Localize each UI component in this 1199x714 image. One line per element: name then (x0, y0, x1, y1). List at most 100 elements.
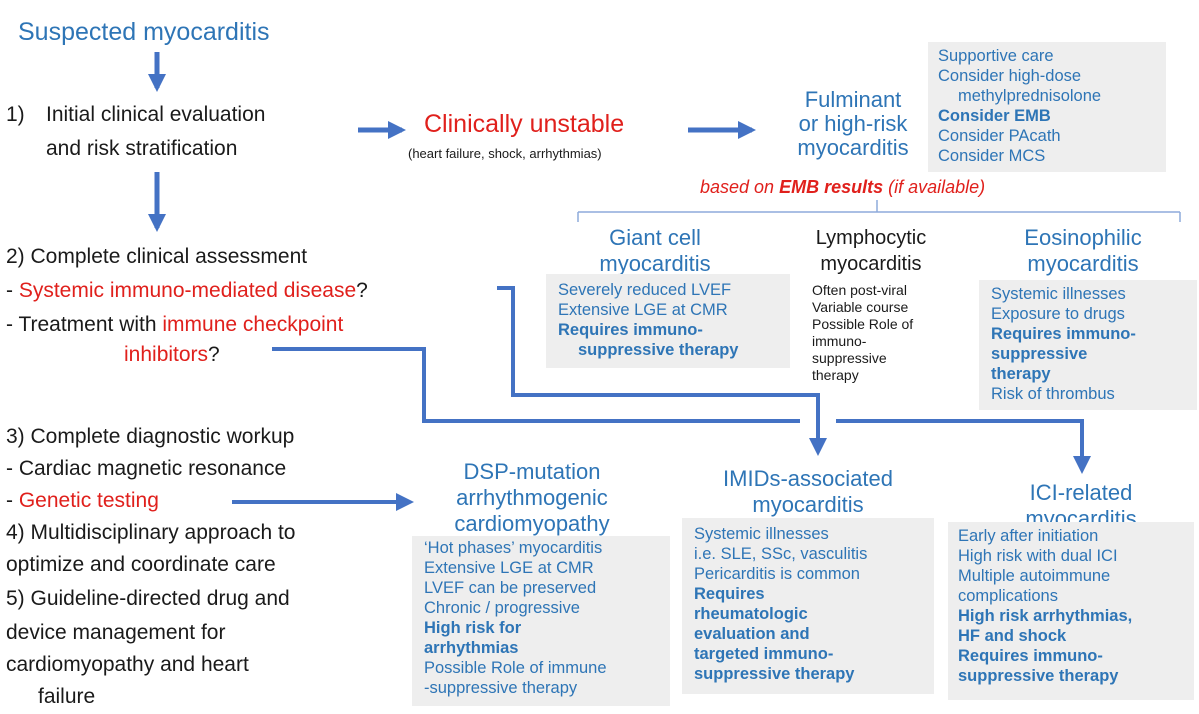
list-item: Exposure to drugs (991, 305, 1125, 323)
list-item: Supportive care (938, 47, 1054, 65)
list-item: Severely reduced LVEF (558, 281, 732, 299)
list-item: suppressive therapy (694, 665, 855, 683)
list-item: -suppressive therapy (424, 679, 578, 697)
list-item: Requires immuno- (991, 325, 1136, 343)
emb-bracket (577, 200, 1181, 222)
list-item: Consider EMB (938, 107, 1051, 125)
list-item: ‘Hot phases’ myocarditis (424, 539, 603, 557)
list-item: High risk with dual ICI (958, 547, 1118, 565)
list-item: suppressive (991, 345, 1088, 363)
lymphocytic-heading: Lymphocytic myocarditis (776, 225, 966, 277)
ici-title-line: ICI-related (1029, 480, 1133, 505)
imids-heading: IMIDs-associated myocarditis (682, 466, 934, 518)
list-item: immuno- (812, 333, 867, 349)
list-item: Possible Role of immune (424, 659, 607, 677)
step4-line1: 4) Multidisciplinary approach to (6, 521, 296, 544)
giant-cell-box: Severely reduced LVEF Extensive LGE at CM… (546, 274, 790, 368)
list-item: suppressive therapy (578, 341, 739, 359)
giant-title-line: Giant cell (609, 225, 701, 250)
list-item: Requires immuno- (958, 647, 1103, 665)
bullet: - (6, 279, 19, 302)
list-item: LVEF can be preserved (424, 579, 597, 597)
list-item: Risk of thrombus (991, 385, 1115, 403)
clinically-unstable-sub: (heart failure, shock, arrhythmias) (408, 146, 602, 161)
list-item: Consider MCS (938, 147, 1046, 165)
giant-title-line: myocarditis (599, 251, 711, 276)
genetic-testing-text: Genetic testing (18, 489, 159, 512)
clinically-unstable-label: Clinically unstable (424, 110, 625, 138)
fulminant-line: myocarditis (797, 135, 909, 160)
arrow-checkpoint-to-ici (272, 347, 800, 423)
imids-title-line: myocarditis (752, 492, 864, 517)
eosinophilic-heading: Eosinophilic myocarditis (988, 225, 1178, 277)
lympho-title-line: myocarditis (820, 253, 922, 275)
step1-number: 1) (6, 103, 25, 126)
fulminant-line: Fulminant (804, 87, 902, 112)
list-item: i.e. SLE, SSc, vasculitis (694, 545, 868, 563)
list-item: Possible Role of (812, 316, 914, 332)
step2-item-checkpoint: - Treatment with immune checkpoint (6, 308, 343, 342)
suspected-myocarditis-label: Suspected myocarditis (18, 18, 270, 46)
step3-title: 3) Complete diagnostic workup (6, 425, 295, 448)
list-item: High risk arrhythmias, (958, 607, 1133, 625)
step2-item-systemic: - Systemic immuno-mediated disease? (6, 274, 368, 308)
list-item: arrhythmias (424, 639, 519, 657)
list-item: Pericarditis is common (694, 565, 860, 583)
step2-item-inhibitors: inhibitors? (124, 338, 220, 372)
list-item: HF and shock (958, 627, 1067, 645)
list-item: Extensive LGE at CMR (558, 301, 728, 319)
lympho-title-line: Lymphocytic (815, 227, 927, 249)
list-item: Requires immuno- (558, 321, 703, 339)
list-item: Early after initiation (958, 527, 1099, 545)
step4-line2: optimize and coordinate care (6, 553, 276, 576)
step5-line2: device management for (6, 621, 226, 644)
list-item: Extensive LGE at CMR (424, 559, 594, 577)
list-item: rheumatologic (694, 605, 808, 623)
step1-line1: Initial clinical evaluation (46, 103, 266, 126)
list-item: complications (958, 587, 1058, 605)
list-item: Consider PAcath (938, 127, 1061, 145)
list-item: High risk for (424, 619, 522, 637)
list-item: therapy (812, 367, 859, 383)
step3-item-cmr: - Cardiac magnetic resonance (6, 457, 287, 480)
list-item: Often post-viral (812, 282, 907, 298)
list-item: Consider high-dose (938, 67, 1082, 85)
inhibitors-text: inhibitors (124, 343, 209, 366)
immune-checkpoint-text: immune checkpoint (162, 313, 344, 336)
emb-results-note: based on EMB results (if available) (700, 177, 985, 198)
dsp-heading: DSP-mutation arrhythmogenic cardiomyopat… (424, 459, 640, 537)
q-mark: ? (356, 279, 368, 302)
list-item: Requires (694, 585, 765, 603)
list-item: Chronic / progressive (424, 599, 580, 617)
q-mark: ? (208, 343, 220, 366)
step5-line3: cardiomyopathy and heart (6, 653, 249, 676)
emb-note-bold: EMB results (779, 177, 884, 197)
dsp-title-line: arrhythmogenic (456, 485, 608, 510)
step2-title: 2) Complete clinical assessment (6, 245, 308, 268)
step3-item-genetic: - Genetic testing (6, 484, 159, 518)
list-item: targeted immuno- (694, 645, 834, 663)
arrow-systemic-to-imids (497, 286, 827, 456)
list-item: therapy (991, 365, 1051, 383)
giant-cell-heading: Giant cell myocarditis (560, 225, 750, 277)
treatment-text: - Treatment with (6, 313, 163, 336)
step5-line4: failure (38, 685, 96, 708)
step5-line1: 5) Guideline-directed drug and (6, 587, 290, 610)
list-item: evaluation and (694, 625, 810, 643)
eosino-title-line: Eosinophilic (1024, 225, 1142, 250)
imids-title-line: IMIDs-associated (723, 466, 893, 491)
fulminant-heading: Fulminant or high-risk myocarditis (758, 88, 948, 160)
list-item: Systemic illnesses (991, 285, 1126, 303)
systemic-disease-text: Systemic immuno-mediated disease (18, 279, 357, 302)
dsp-title-line: DSP-mutation (463, 459, 601, 484)
list-item: suppressive therapy (958, 667, 1119, 685)
bullet: - (6, 489, 19, 512)
list-item: Variable course (812, 299, 909, 315)
